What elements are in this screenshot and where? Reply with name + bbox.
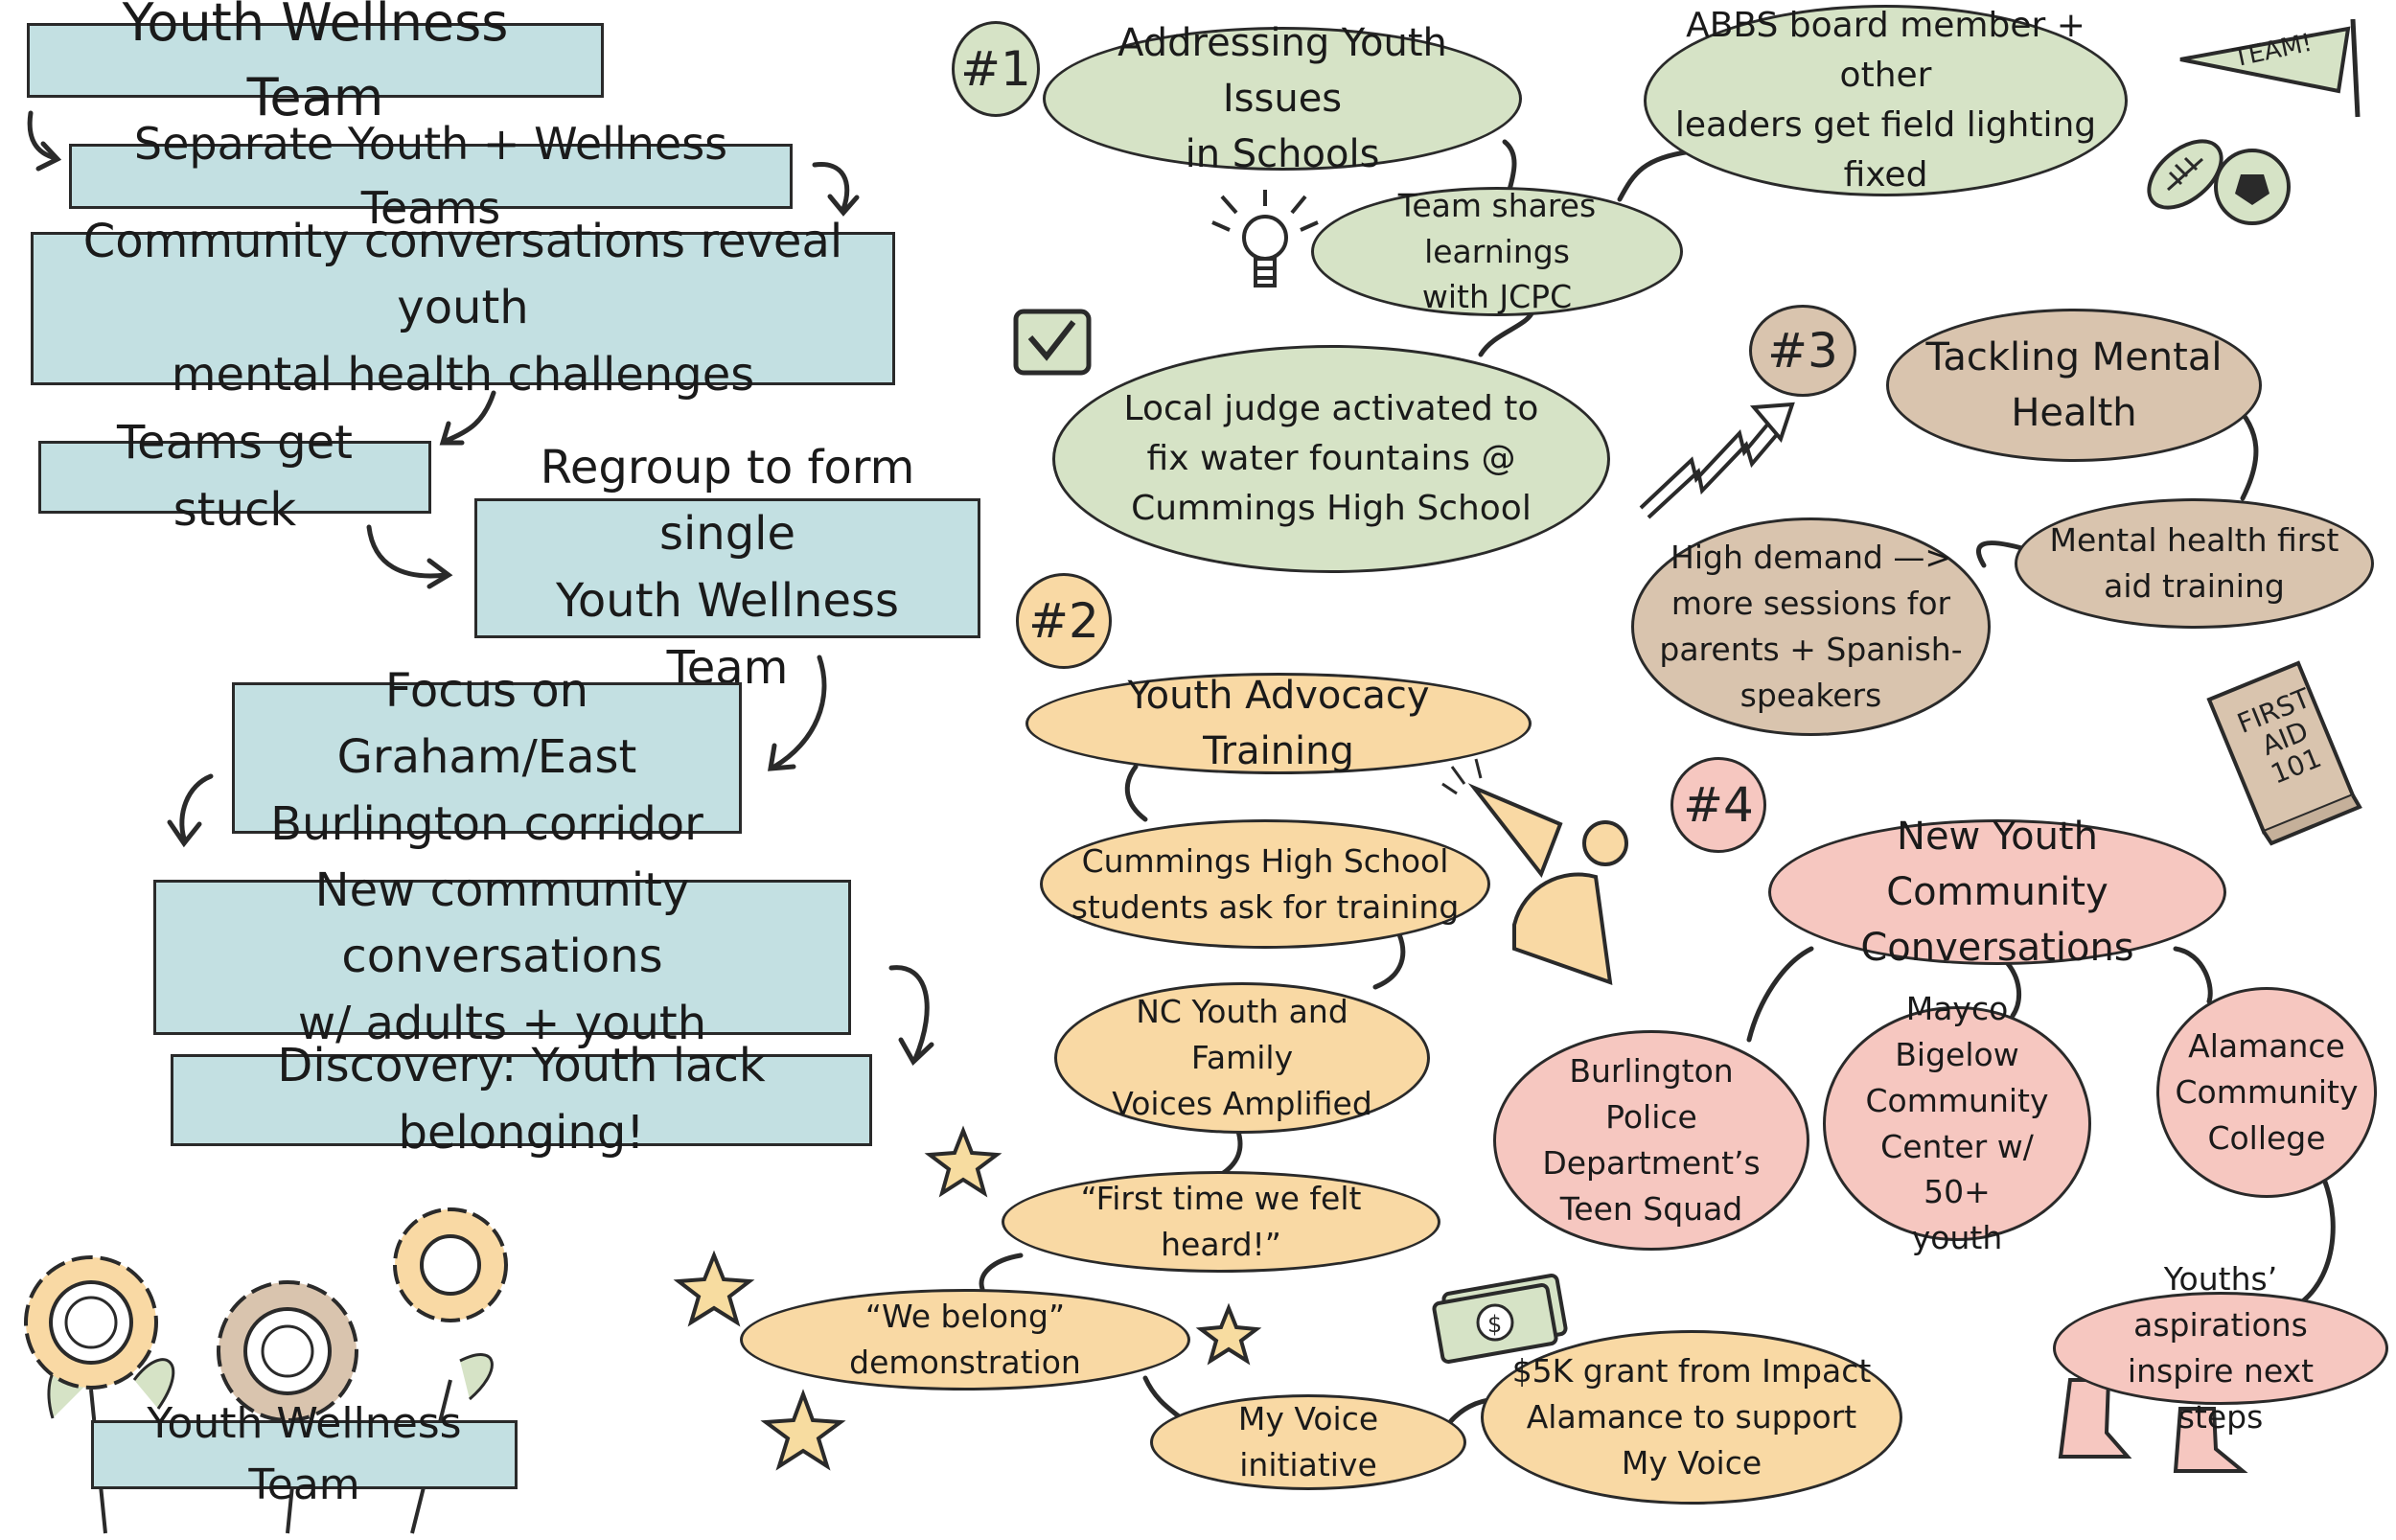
branch2-number: #2 [1016,573,1112,669]
arrow-head [35,141,62,172]
stars-group [673,1125,1262,1471]
megaphone-person-icon [1441,758,1628,985]
branch2-we-belong: “We belong” demonstration [740,1289,1190,1391]
branch4-aspirations: Youths’ aspirations inspire next steps [2053,1260,2388,1436]
left-step-teams-stuck: Teams get stuck [38,416,431,537]
branch3-first-aid-training: Mental health first aid training [2015,498,2374,629]
left-step-regroup: Regroup to form single Youth Wellness Te… [474,441,980,695]
flowers-illustration [24,1207,508,1534]
svg-text:$: $ [1487,1311,1502,1338]
arrow-head [827,194,860,217]
arrow-title-to-step1 [27,110,58,161]
branch4-main-oval: New Youth Community Conversations [1768,815,2226,970]
arrow-step2-to-step3 [443,390,496,444]
left-step-new-conversations: New community conversations w/ adults + … [153,863,851,1050]
footer-label-box: Youth Wellness Team [91,1399,518,1509]
branch1-main-oval: Addressing Youth Issues in Schools [1043,21,1522,176]
money-icon: $ [1432,1274,1568,1364]
star-icon [1195,1302,1262,1366]
left-title-box: Youth Wellness Team [27,0,604,127]
branch4-mayco-bigelow: Mayco Bigelow Community Center w/ 50+ yo… [1823,990,2091,1256]
branch4-number: #4 [1670,757,1766,853]
football-icon [2147,139,2223,210]
left-step-focus-corridor: Focus on Graham/East Burlington corridor [232,664,742,851]
star-icon [924,1125,1002,1198]
branch1-number: #1 [952,21,1040,117]
star-icon [760,1389,846,1471]
branch3-main-oval: Tackling Mental Health [1886,309,2262,462]
arrow-step1-to-step2 [812,162,850,212]
branch2-grant: $5K grant from Impact Alamance to suppor… [1481,1330,1902,1505]
branch2-my-voice: My Voice initiative [1150,1394,1466,1490]
arrow-head [426,558,453,589]
checkbox-icon [1013,309,1092,376]
star-icon [673,1250,755,1327]
line-cummings-to-nc [1372,931,1406,990]
branch4-alamance-college: Alamance Community College [2156,987,2377,1198]
left-step-separate-teams: Separate Youth + Wellness Teams [69,118,793,234]
arrow-step5-to-step6 [179,773,214,841]
line-heard-to-belong [979,1253,1024,1292]
branch3-high-demand: High demand —> more sessions for parents… [1631,517,1991,736]
line-firstaid-to-demand [1976,540,2035,568]
branch1-water-fountains: Local judge activated to fix water fount… [1052,345,1610,573]
team-pennant-icon [2179,18,2361,118]
arrow-step6-to-step7 [888,965,930,1062]
branch2-felt-heard: “First time we felt heard!” [1002,1171,1440,1273]
branch3-number: #3 [1749,305,1856,397]
lightbulb-icon [1211,190,1319,287]
left-step-community-conversations: Community conversations reveal youth men… [31,215,895,402]
arrow-head [167,819,202,848]
branch4-police-teen-squad: Burlington Police Department’s Teen Squa… [1493,1030,1809,1251]
branch1-field-lighting: ABBS board member + other leaders get fi… [1644,5,2128,196]
branch2-main-oval: Youth Advocacy Training [1025,673,1532,774]
soccer-ball-icon [2214,149,2291,225]
branch2-cummings-students: Cummings High School students ask for tr… [1040,819,1490,949]
branch2-nc-voices: NC Youth and Family Voices Amplified [1054,982,1430,1134]
left-step-discovery: Discovery: Youth lack belonging! [171,1039,872,1160]
branch1-jcpc: Team shares learnings with JCPC [1311,187,1683,316]
arrow-step3-to-step4 [366,524,449,579]
growth-arrow-icon [1639,402,1795,519]
first-aid-book-icon [2206,660,2362,846]
arrow-step4-to-step5 [772,655,827,770]
arrow-head [768,743,796,771]
arrow-head [898,1037,934,1067]
arrow-head [439,421,465,446]
